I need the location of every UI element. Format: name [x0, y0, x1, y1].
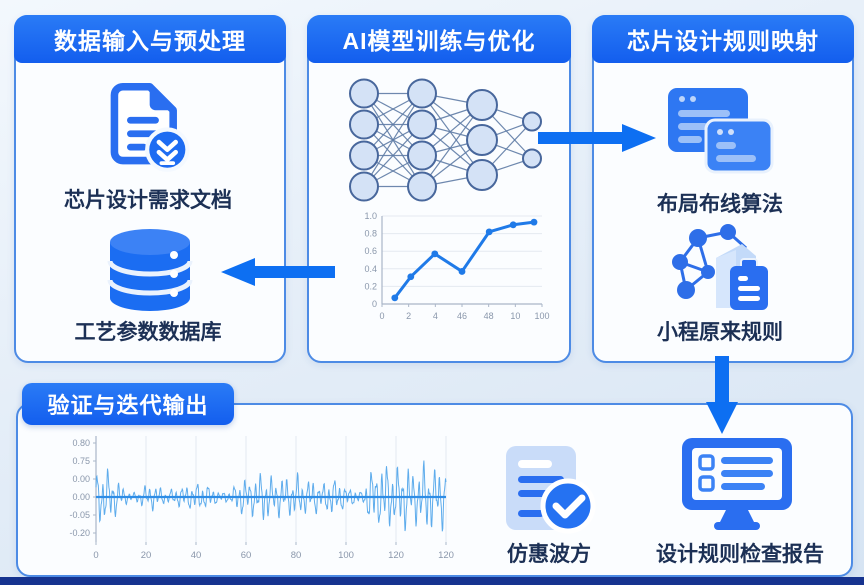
arrow-right-icon [538, 124, 656, 152]
svg-text:0.8: 0.8 [364, 229, 377, 239]
svg-text:1.0: 1.0 [364, 211, 377, 221]
svg-text:120: 120 [388, 550, 404, 561]
panel-ai-training-title: AI模型训练与优化 [307, 15, 571, 63]
svg-text:0.75: 0.75 [72, 456, 90, 466]
svg-text:0.00: 0.00 [72, 492, 90, 502]
svg-text:100: 100 [534, 311, 549, 321]
windows-icon [664, 84, 776, 176]
svg-text:48: 48 [484, 311, 494, 321]
svg-text:0.80: 0.80 [72, 438, 90, 448]
svg-text:4: 4 [433, 311, 438, 321]
svg-text:20: 20 [141, 550, 152, 561]
svg-text:120: 120 [438, 550, 454, 561]
database-label: 工艺参数数据库 [74, 321, 222, 344]
svg-text:2: 2 [406, 311, 411, 321]
panel-data-input-title: 数据输入与预处理 [14, 15, 286, 63]
requirements-document-label: 芯片设计需求文档 [64, 189, 232, 212]
document-check-icon [502, 444, 598, 538]
neural-network-icon [346, 78, 546, 203]
svg-text:0.2: 0.2 [364, 281, 377, 291]
svg-text:10: 10 [510, 311, 520, 321]
svg-text:0: 0 [372, 299, 377, 309]
requirements-document-icon [106, 80, 190, 174]
svg-text:60: 60 [241, 550, 252, 561]
svg-text:80: 80 [291, 550, 302, 561]
routing-algorithm-label: 布局布线算法 [657, 193, 783, 216]
svg-text:46: 46 [457, 311, 467, 321]
monitor-report-icon [676, 434, 798, 530]
arrow-down-icon [706, 356, 738, 434]
panel-verification-output-title: 验证与迭代输出 [22, 383, 234, 425]
svg-text:0: 0 [379, 311, 384, 321]
svg-text:100: 100 [338, 550, 354, 561]
footer-bar [0, 577, 864, 585]
panel-rule-mapping-title: 芯片设计规则映射 [592, 15, 854, 63]
design-rule-check-report-label: 设计规则检查报告 [656, 543, 824, 566]
molecule-clipboard-icon [670, 224, 774, 312]
waveform-chart: 0 20 40 60 80 100 120 120 0.80 0.75 0.00 0.00 -0.05 -… [52, 430, 457, 565]
svg-text:-0.20: -0.20 [69, 528, 90, 538]
rules-label: 小程原来规则 [657, 321, 783, 344]
svg-text:0.6: 0.6 [364, 246, 377, 256]
svg-text:0: 0 [93, 550, 98, 561]
svg-text:0.4: 0.4 [364, 264, 377, 274]
svg-text:-0.05: -0.05 [69, 510, 90, 520]
arrow-left-icon [221, 258, 335, 286]
panel-ai-training: AI模型训练与优化 [307, 15, 571, 363]
simulation-waveform-label: 仿惠波方 [507, 543, 591, 566]
database-icon [104, 226, 196, 314]
svg-text:0.00: 0.00 [72, 474, 90, 484]
svg-text:40: 40 [191, 550, 202, 561]
